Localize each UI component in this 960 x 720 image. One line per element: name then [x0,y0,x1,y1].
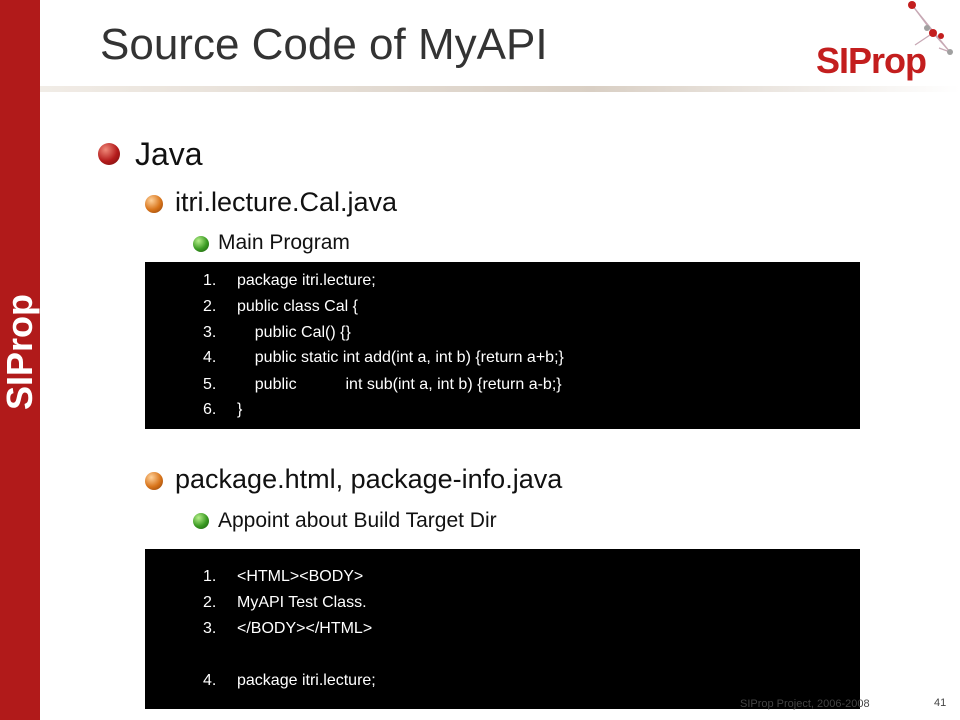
code-line: 3.</BODY></HTML> [203,620,373,637]
footer-copyright: SIProp Project, 2006-2008 [740,698,870,710]
code-line: 2.public class Cal { [203,298,358,315]
item2-label: package.html, package-info.java [175,464,563,494]
code-line: 6.} [203,401,243,418]
item1-sub: Main Program [218,231,350,254]
code-line: 3. public Cal() {} [203,324,351,341]
code-line: 1.<HTML><BODY> [203,568,364,585]
sidebar-logo: SIProp [0,293,40,410]
logo-text: SIProp [816,40,927,81]
bullet-red-icon [98,143,120,165]
code-line: 4. public static int add(int a, int b) {… [203,349,564,366]
bullet-orange-icon [145,472,163,490]
slide-title: Source Code of MyAPI [100,20,548,69]
code-block-1: 1.package itri.lecture; 2.public class C… [145,262,860,429]
code-line: 4.package itri.lecture; [203,672,376,689]
bullet-green-icon [193,513,209,529]
code-line: 1.package itri.lecture; [203,272,376,289]
level1-java: Java [135,136,203,172]
title-underline [40,86,960,92]
sidebar-bar: SIProp [0,0,40,720]
item2-sub: Appoint about Build Target Dir [218,509,497,532]
page-number: 41 [934,697,947,709]
bullet-orange-icon [145,195,163,213]
logo-graphic [908,1,953,55]
code-line: 5. public int sub(int a, int b) {return … [203,376,562,393]
bullet-green-icon [193,236,209,252]
code-line: 2.MyAPI Test Class. [203,594,367,611]
code-block-2: 1.<HTML><BODY> 2.MyAPI Test Class. 3.</B… [145,549,860,709]
item1-label: itri.lecture.Cal.java [175,187,398,217]
